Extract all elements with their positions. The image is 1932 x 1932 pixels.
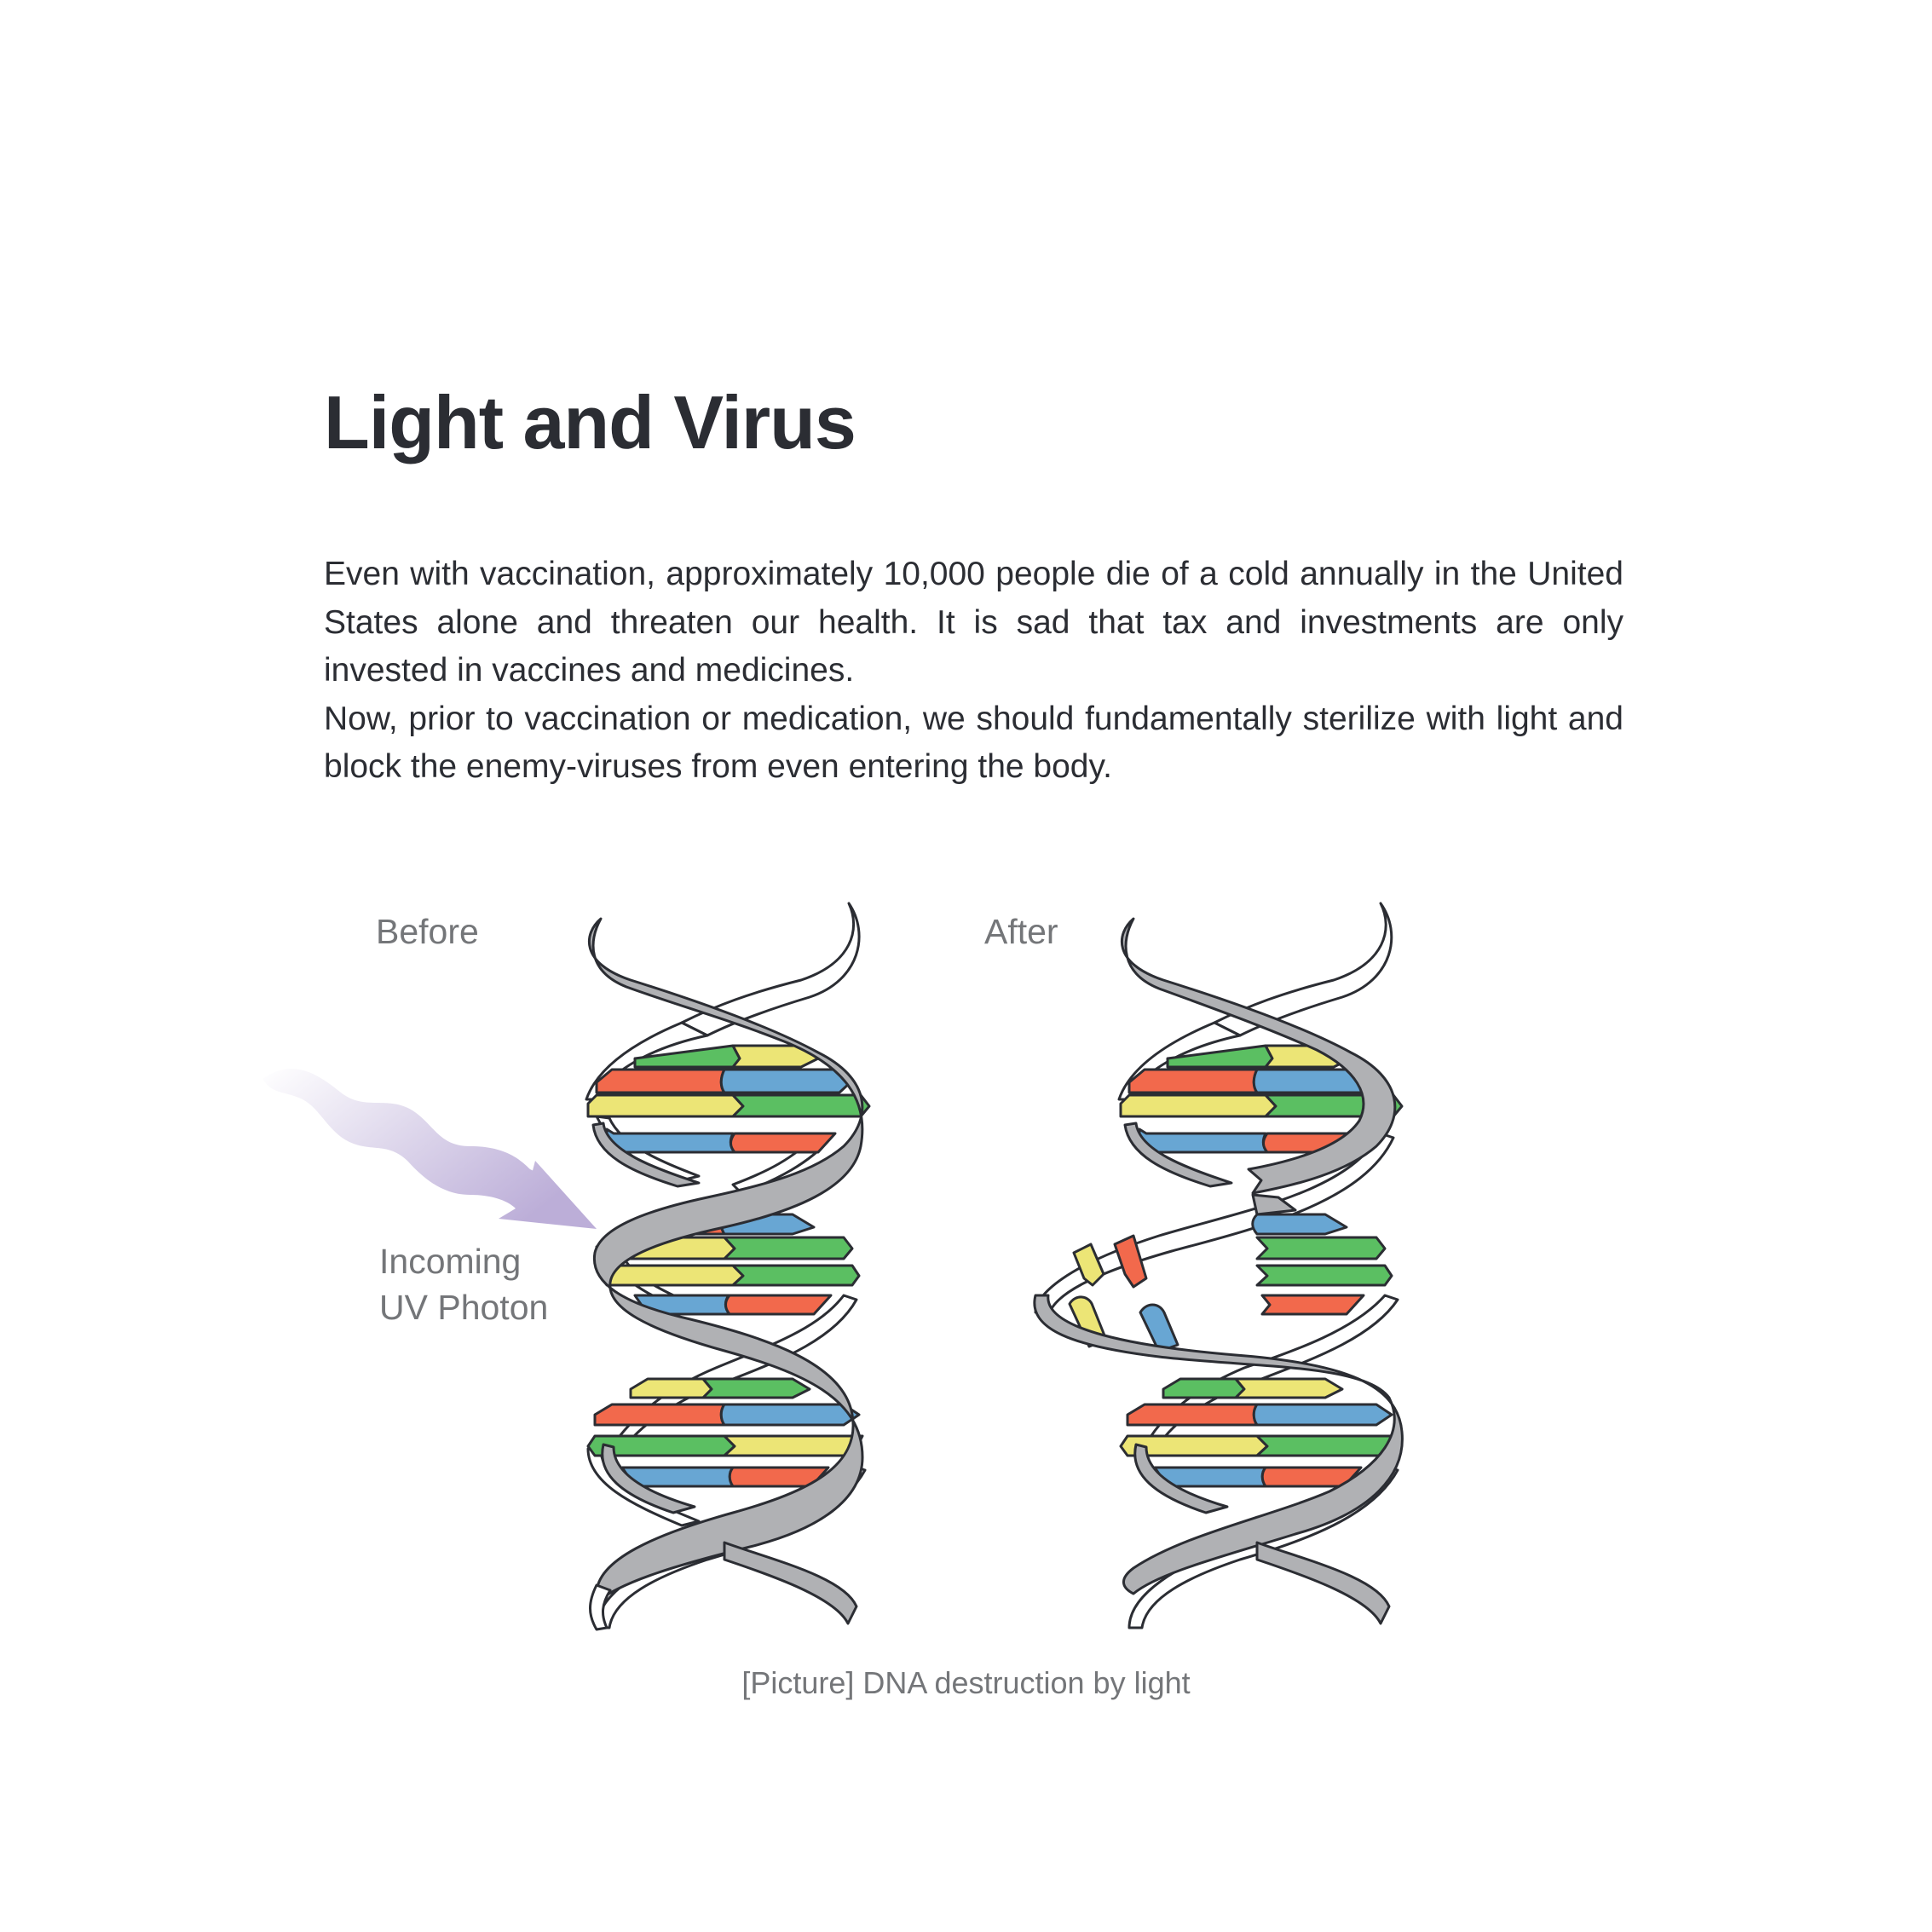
uv-photon-arrow: [262, 1069, 597, 1229]
label-after: After: [984, 912, 1058, 951]
dna-after: [1033, 902, 1404, 1629]
dna-before: [585, 902, 871, 1631]
page-title: Light and Virus: [324, 380, 856, 464]
label-uv-photon: Incoming UV Photon: [379, 1242, 549, 1327]
figure-caption: [Picture] DNA destruction by light: [741, 1665, 1191, 1700]
label-before: Before: [376, 912, 479, 951]
body-text: Even with vaccination, approximately 10,…: [324, 551, 1623, 792]
paragraph: Now, prior to vaccination or medication,…: [324, 700, 1623, 786]
paragraph: Even with vaccination, approximately 10,…: [324, 556, 1623, 689]
